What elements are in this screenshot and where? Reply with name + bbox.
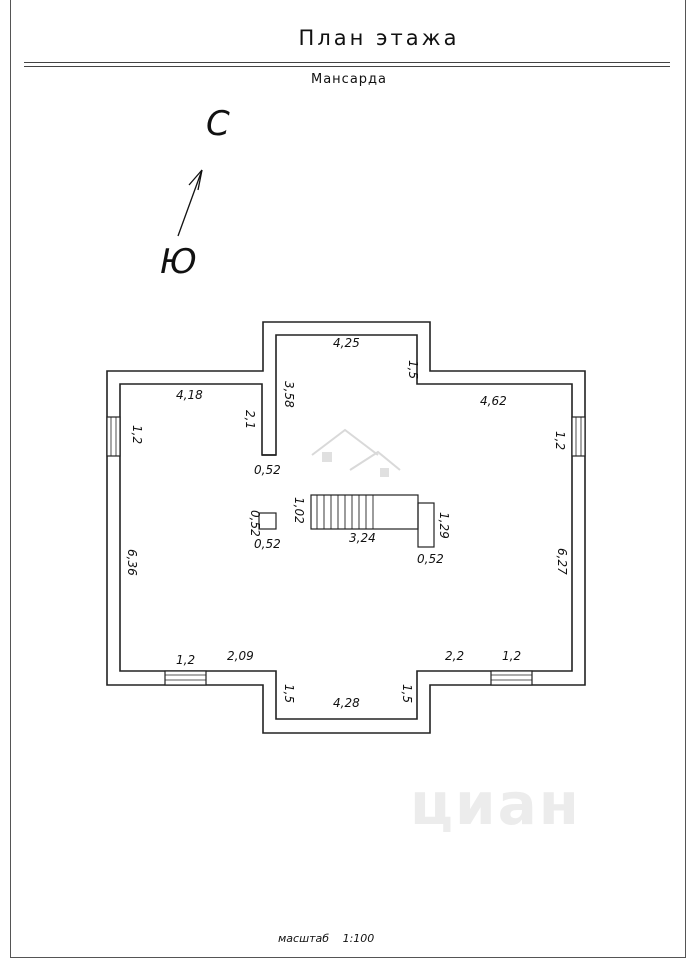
- title-rule-thin: [24, 66, 670, 67]
- dim-top-right-short: 1,5: [406, 360, 420, 379]
- scale-note: масштаб 1:100: [278, 932, 384, 945]
- title-rule: [24, 62, 670, 63]
- dim-top-wall: 4,25: [333, 336, 360, 350]
- staircase-icon: [310, 494, 435, 548]
- dim-stair-h: 1,02: [292, 497, 306, 524]
- inner-wall: [119, 334, 573, 720]
- dim-bottom-left-short: 1,5: [282, 684, 296, 703]
- dim-stair-len: 3,24: [349, 531, 376, 545]
- dim-bottom-wall: 4,28: [333, 696, 360, 710]
- watermark: циан: [410, 770, 581, 838]
- dim-landing-h: 1,29: [437, 512, 451, 539]
- column-square: [258, 512, 277, 530]
- right-window-icon: [571, 416, 586, 457]
- dim-right-upper: 4,62: [480, 394, 507, 408]
- scale-label: масштаб: [278, 932, 330, 945]
- dim-stub-width: 0,52: [254, 463, 281, 477]
- floor-name: Мансарда: [310, 72, 387, 87]
- dim-column-h: 0,52: [248, 510, 262, 537]
- scale-value: 1:100: [342, 932, 375, 945]
- dim-right-side: 6,27: [555, 548, 569, 575]
- dim-stub-height: 3,58: [282, 381, 296, 408]
- compass-north-label: С: [206, 104, 230, 144]
- dim-right-window: 1,2: [553, 431, 567, 450]
- drawing-frame: [10, 0, 686, 958]
- watermark-logo-icon: [311, 428, 401, 477]
- outer-wall: [106, 321, 586, 734]
- dim-stub-short: 2,1: [243, 410, 257, 429]
- dim-left-upper: 4,18: [176, 388, 203, 402]
- dim-left-side: 6,36: [125, 549, 139, 576]
- compass-south-label: Ю: [160, 242, 197, 282]
- page-title: План этажа: [298, 26, 460, 50]
- bottom-right-window-icon: [490, 670, 533, 686]
- dim-bottom-right-window: 1,2: [502, 649, 521, 663]
- compass-arrow-icon: [177, 169, 203, 237]
- dim-landing-w: 0,52: [417, 552, 444, 566]
- dim-bottom-left-wall: 2,09: [227, 649, 254, 663]
- dim-bottom-right-short: 1,5: [400, 684, 414, 703]
- left-window-icon: [106, 416, 121, 457]
- dim-column-w: 0,52: [254, 537, 281, 551]
- bottom-left-window-icon: [164, 670, 207, 686]
- dim-left-window: 1,2: [130, 425, 144, 444]
- dim-bottom-left-window: 1,2: [176, 653, 195, 667]
- dim-bottom-right-wall: 2,2: [445, 649, 464, 663]
